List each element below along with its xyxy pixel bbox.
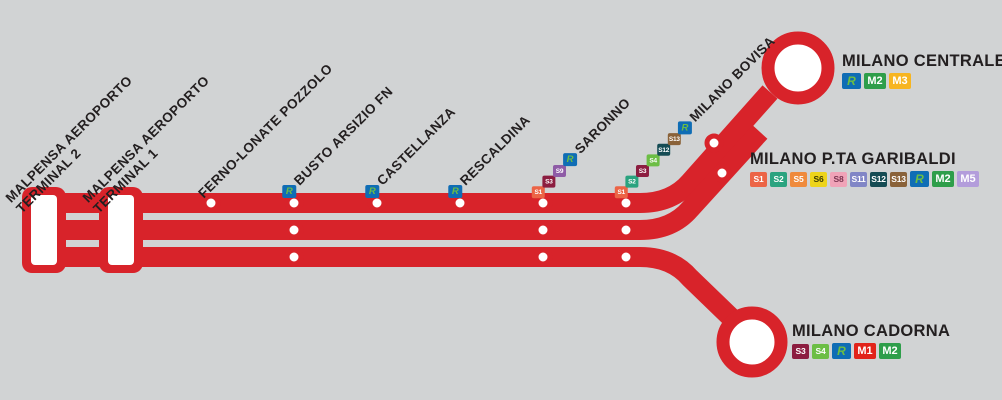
line-badge-s12: S12 — [870, 171, 887, 187]
dot-milano-pta-garibaldi-l1 — [704, 133, 724, 153]
line-top-to-centrale — [40, 85, 778, 213]
line-badge-s5: S5 — [790, 171, 807, 187]
terminus-bar-malpensa-t2 — [22, 187, 66, 273]
dot-saronno-l3 — [533, 247, 553, 267]
dot-milano-bovisa-l2 — [616, 220, 636, 240]
terminus-name-milano-centrale: MILANO CENTRALE — [842, 52, 1002, 70]
line-badge-s13: S13 — [890, 171, 907, 187]
line-badge-s1: S1 — [614, 186, 628, 199]
line-badge-s9: S9 — [553, 165, 567, 178]
route-lines — [40, 85, 778, 342]
line-badge-s2: S2 — [770, 171, 787, 187]
line-badge-m1: M1 — [854, 343, 876, 360]
dot-milano-bovisa-l3 — [616, 247, 636, 267]
line-badge-r: R — [842, 73, 861, 90]
line-badge-s2: S2 — [625, 175, 639, 188]
terminus-name-milano-pta-garibaldi: MILANO P.TA GARIBALDI — [750, 150, 956, 168]
line-badge-m2: M2 — [932, 171, 954, 188]
terminus-bar-malpensa-t1 — [99, 187, 143, 273]
ring-milano-centrale — [761, 31, 835, 105]
dot-ferno-lonate-pozzolo-l1 — [201, 193, 221, 213]
ring-milano-cadorna — [716, 306, 788, 378]
line-badge-r: R — [365, 185, 380, 199]
line-badge-m3: M3 — [889, 73, 911, 90]
line-badge-r: R — [832, 343, 851, 360]
dot-milano-pta-garibaldi-l2 — [712, 163, 732, 183]
line-badge-s4: S4 — [646, 154, 660, 167]
line-badge-r: R — [448, 185, 463, 199]
line-badge-s1: S1 — [750, 171, 767, 187]
line-badge-s1: S1 — [531, 186, 545, 199]
line-badge-s3: S3 — [542, 175, 556, 188]
dot-busto-arsizio-l3 — [284, 247, 304, 267]
line-badge-r: R — [282, 185, 297, 199]
line-badge-s6: S6 — [810, 171, 827, 187]
line-badge-s4: S4 — [812, 343, 829, 359]
line-badge-s11: S11 — [850, 171, 867, 187]
line-badge-s13: S13 — [667, 133, 681, 146]
line-badge-s8: S8 — [830, 171, 847, 187]
dot-saronno-l2 — [533, 220, 553, 240]
line-badge-s12: S12 — [657, 143, 671, 156]
line-badge-m2: M2 — [864, 73, 886, 90]
line-mid-to-garibaldi — [40, 125, 768, 240]
line-badge-r: R — [677, 121, 692, 135]
dot-busto-arsizio-l2 — [284, 220, 304, 240]
line-badge-r: R — [910, 171, 929, 188]
line-badge-s3: S3 — [636, 165, 650, 178]
line-badge-s3: S3 — [792, 343, 809, 359]
terminus-name-milano-cadorna: MILANO CADORNA — [792, 322, 951, 340]
line-badge-m2: M2 — [879, 343, 901, 360]
station-dots — [201, 133, 732, 267]
line-bottom-to-cadorna — [40, 247, 755, 342]
line-badge-m5: M5 — [957, 171, 979, 188]
line-badge-r: R — [563, 153, 578, 167]
